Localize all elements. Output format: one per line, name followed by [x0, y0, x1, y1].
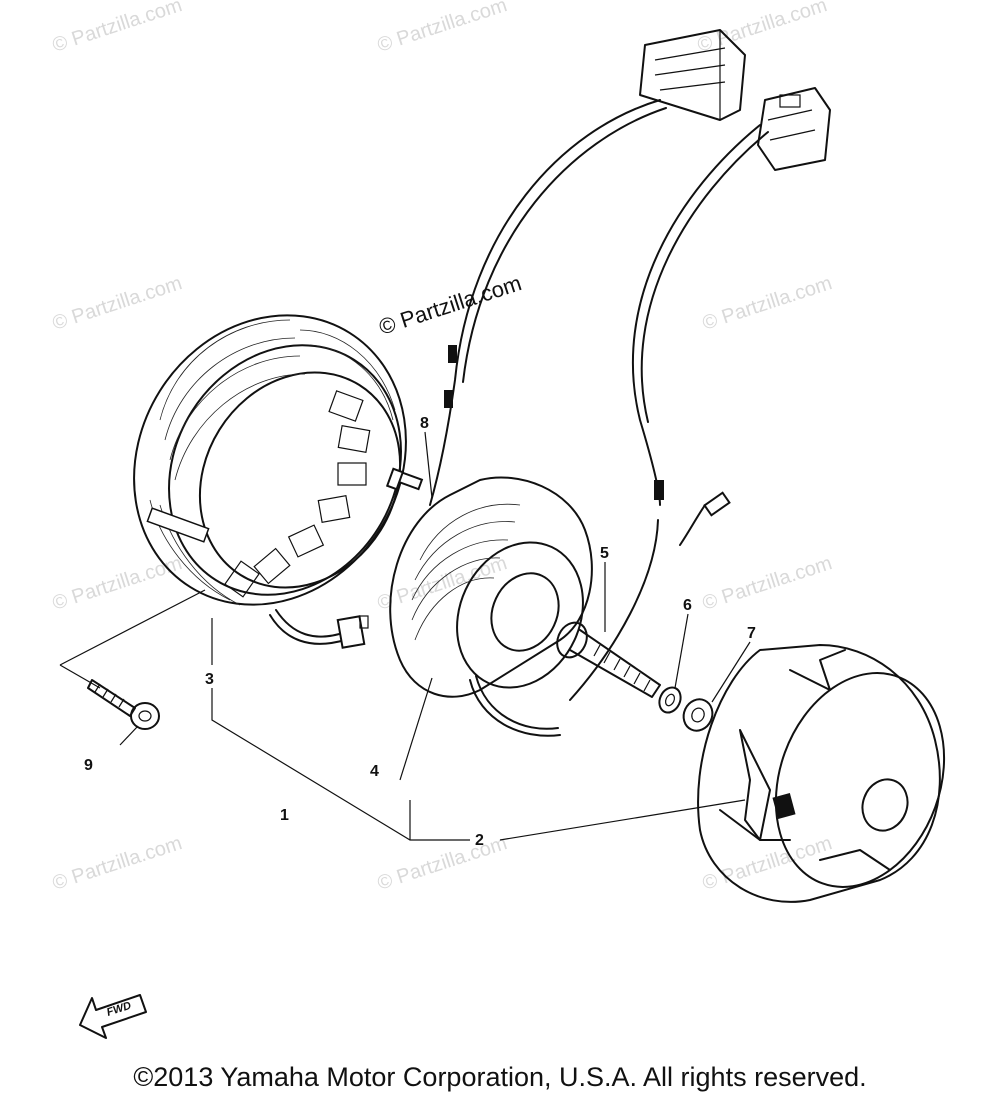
callout-3: 3	[205, 671, 214, 688]
callout-5: 5	[600, 545, 609, 562]
watermarks: © Partzilla.com © Partzilla.com © Partzi…	[50, 0, 835, 895]
watermark: © Partzilla.com	[50, 552, 185, 615]
rotor-core-icon	[389, 476, 593, 698]
leader-lines	[59, 431, 751, 841]
plain-washer-icon	[682, 698, 714, 732]
stator-lead	[269, 609, 369, 649]
callout-7: 7	[747, 625, 756, 642]
watermark-dark: © Partzilla.com	[376, 270, 525, 340]
wiring-harness	[429, 99, 769, 737]
stud-icon	[385, 467, 424, 491]
watermark: © Partzilla.com	[695, 0, 830, 57]
flywheel-icon	[697, 644, 946, 903]
callouts: 1 2 3 4 5 6 7 8 9	[84, 415, 756, 849]
watermark: © Partzilla.com	[375, 0, 510, 57]
callout-8: 8	[420, 415, 429, 432]
screw-icon	[87, 679, 160, 730]
callout-2: 2	[475, 832, 484, 849]
callout-1: 1	[280, 807, 289, 824]
callout-6: 6	[683, 597, 692, 614]
watermark: © Partzilla.com	[700, 552, 835, 615]
connector-4pin-icon	[757, 87, 831, 171]
watermark: © Partzilla.com	[50, 0, 185, 57]
copyright-notice: ©2013 Yamaha Motor Corporation, U.S.A. A…	[133, 1062, 867, 1092]
watermark: © Partzilla.com	[50, 832, 185, 895]
stator-icon	[133, 314, 407, 606]
watermark: © Partzilla.com	[50, 272, 185, 335]
spring-washer-icon	[658, 686, 682, 714]
bolt-icon	[556, 621, 661, 698]
fwd-label: FWD	[105, 1000, 133, 1019]
watermark: © Partzilla.com	[375, 832, 510, 895]
watermark: © Partzilla.com	[700, 272, 835, 335]
callout-9: 9	[84, 757, 93, 774]
fwd-arrow-icon: FWD	[79, 994, 147, 1039]
connector-6pin-icon	[639, 29, 746, 121]
watermark: © Partzilla.com	[700, 832, 835, 895]
callout-4: 4	[370, 763, 379, 780]
